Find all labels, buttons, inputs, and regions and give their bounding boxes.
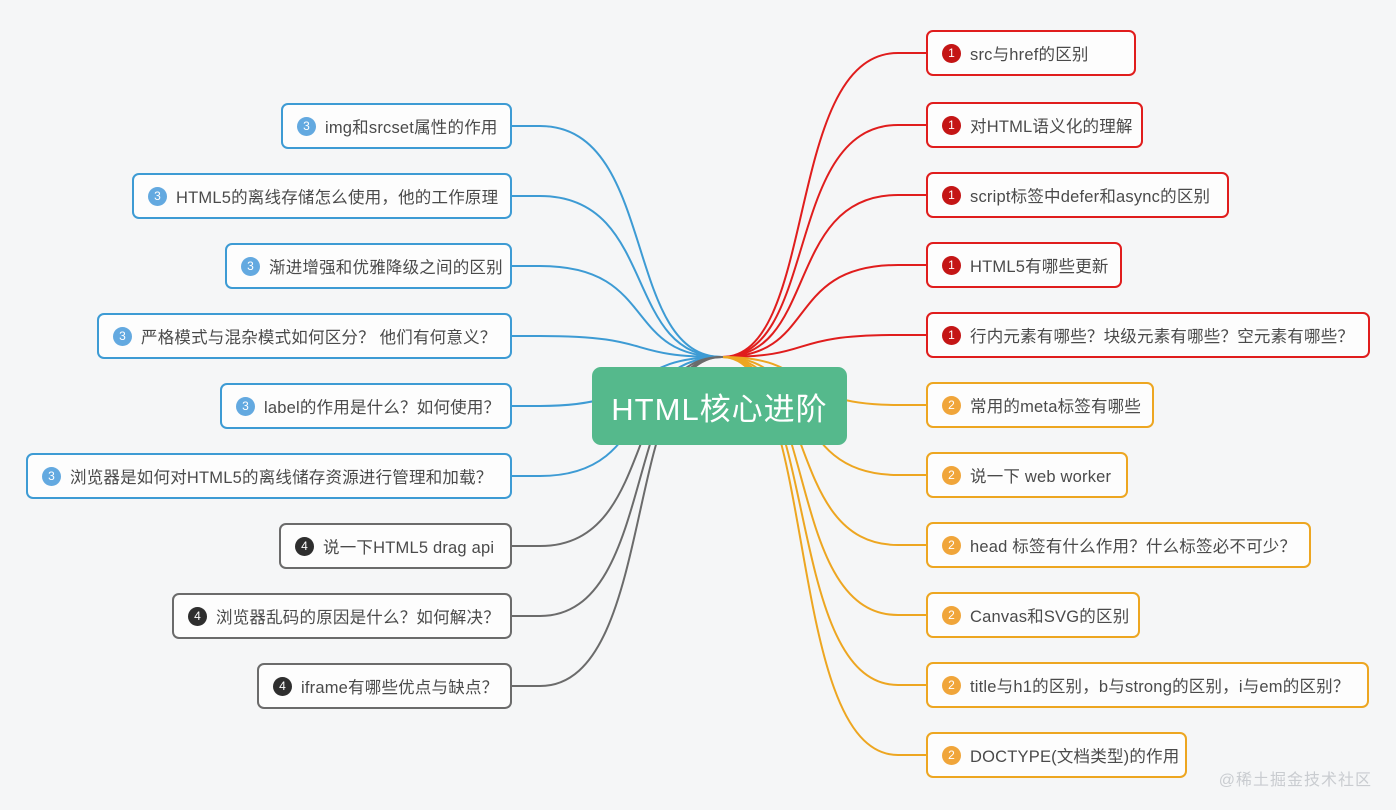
node-label: HTML5的离线存储怎么使用，他的工作原理 [176,189,499,207]
node-label: label的作用是什么？如何使用？ [264,399,501,417]
node-label: title与h1的区别，b与strong的区别，i与em的区别？ [970,678,1350,696]
node-level-badge: 3 [241,256,260,276]
node-level-badge: 4 [188,606,207,626]
node-label: 浏览器乱码的原因是什么？如何解决？ [216,609,500,627]
node-label: Canvas和SVG的区别 [970,608,1130,626]
mindmap-node-right-9[interactable]: 2 title与h1的区别，b与strong的区别，i与em的区别？ [926,662,1369,708]
node-level-badge: 3 [236,396,255,416]
node-level-badge: 2 [942,395,961,415]
connector-line [511,265,723,358]
node-level-badge: 3 [148,186,167,206]
mindmap-node-right-5[interactable]: 2 常用的meta标签有哪些 [926,382,1154,428]
connector-line [721,194,927,358]
node-level-badge: 2 [942,605,961,625]
mindmap-node-right-10[interactable]: 2 DOCTYPE(文档类型)的作用 [926,732,1187,778]
center-node-label: HTML核心进阶 [611,391,828,427]
node-label: DOCTYPE(文档类型)的作用 [970,748,1180,766]
connector-line [721,124,927,358]
mindmap-node-left-1[interactable]: 3 HTML5的离线存储怎么使用，他的工作原理 [132,173,512,219]
connector-line [721,334,927,358]
node-level-badge: 3 [113,326,132,346]
node-level-badge: 4 [273,676,292,696]
node-level-badge: 1 [942,185,961,205]
mindmap-node-right-1[interactable]: 1 对HTML语义化的理解 [926,102,1143,148]
node-label: 对HTML语义化的理解 [970,118,1133,136]
mindmap-node-right-0[interactable]: 1 src与href的区别 [926,30,1136,76]
mindmap-node-left-2[interactable]: 3 渐进增强和优雅降级之间的区别 [225,243,512,289]
connector-line [721,264,927,358]
connector-line [511,335,723,358]
node-level-badge: 1 [942,43,961,63]
watermark: @稀土掘金技术社区 [1218,772,1372,789]
node-level-badge: 2 [942,465,961,485]
node-level-badge: 3 [297,116,316,136]
node-level-badge: 2 [942,745,961,765]
mindmap-node-right-3[interactable]: 1 HTML5有哪些更新 [926,242,1122,288]
mindmap-node-left-3[interactable]: 3 严格模式与混杂模式如何区分？ 他们有何意义？ [97,313,512,359]
node-label: 常用的meta标签有哪些 [970,398,1142,416]
center-node[interactable]: HTML核心进阶 [592,367,847,445]
mindmap-node-left-6[interactable]: 4 说一下HTML5 drag api [279,523,512,569]
connector-line [721,52,927,358]
mindmap-node-left-4[interactable]: 3 label的作用是什么？如何使用？ [220,383,512,429]
node-level-badge: 2 [942,675,961,695]
node-label: img和srcset属性的作用 [325,119,498,137]
node-level-badge: 1 [942,115,961,135]
node-label: 说一下 web worker [970,468,1112,486]
mindmap-node-left-0[interactable]: 3 img和srcset属性的作用 [281,103,512,149]
mindmap-node-right-7[interactable]: 2 head 标签有什么作用？什么标签必不可少？ [926,522,1311,568]
node-label: 说一下HTML5 drag api [323,539,495,557]
node-label: src与href的区别 [970,46,1089,64]
connector-line [511,195,723,358]
mindmap-node-right-6[interactable]: 2 说一下 web worker [926,452,1128,498]
node-label: 浏览器是如何对HTML5的离线储存资源进行管理和加载？ [70,469,493,487]
mindmap-node-right-4[interactable]: 1 行内元素有哪些？块级元素有哪些？空元素有哪些？ [926,312,1370,358]
mindmap-node-left-7[interactable]: 4 浏览器乱码的原因是什么？如何解决？ [172,593,512,639]
node-label: 严格模式与混杂模式如何区分？ 他们有何意义？ [141,329,497,347]
mindmap-node-left-5[interactable]: 3 浏览器是如何对HTML5的离线储存资源进行管理和加载？ [26,453,512,499]
mindmap-node-right-8[interactable]: 2 Canvas和SVG的区别 [926,592,1140,638]
mindmap-node-left-8[interactable]: 4 iframe有哪些优点与缺点？ [257,663,512,709]
node-level-badge: 3 [42,466,61,486]
connector-line [511,125,723,358]
node-label: HTML5有哪些更新 [970,258,1109,276]
node-level-badge: 2 [942,535,961,555]
node-label: iframe有哪些优点与缺点？ [301,679,499,697]
node-level-badge: 1 [942,325,961,345]
mindmap-node-right-2[interactable]: 1 script标签中defer和async的区别 [926,172,1229,218]
node-label: script标签中defer和async的区别 [970,188,1211,206]
node-label: 行内元素有哪些？块级元素有哪些？空元素有哪些？ [970,328,1355,346]
node-label: 渐进增强和优雅降级之间的区别 [269,259,503,277]
node-level-badge: 1 [942,255,961,275]
node-label: head 标签有什么作用？什么标签必不可少？ [970,538,1297,556]
node-level-badge: 4 [295,536,314,556]
